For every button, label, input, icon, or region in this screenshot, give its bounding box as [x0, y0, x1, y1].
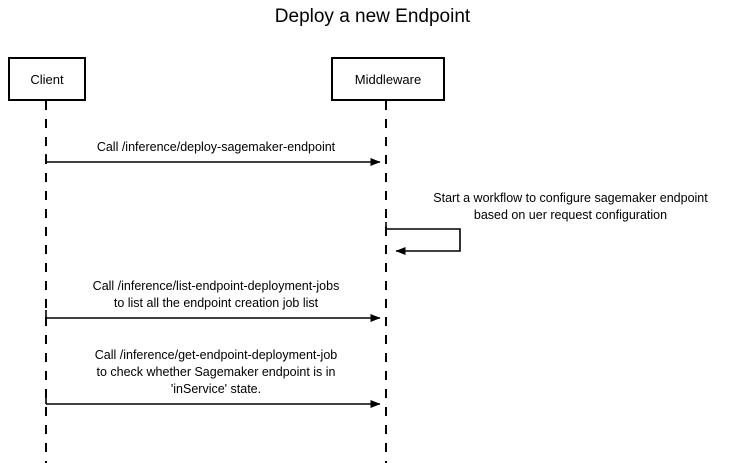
participant-middleware-label: Middleware: [354, 71, 422, 87]
self-call-1-arrow: [386, 228, 461, 255]
participant-client[interactable]: Client: [8, 57, 86, 101]
message-1-label: Call /inference/deploy-sagemaker-endpoin…: [96, 140, 336, 154]
message-2-label: Call /inference/list-endpoint-deployment…: [92, 279, 340, 310]
participant-middleware[interactable]: Middleware: [331, 57, 445, 101]
message-3-label: Call /inference/get-endpoint-deployment-…: [94, 348, 338, 396]
self-call-1-label: Start a workflow to configure sagemaker …: [433, 191, 708, 222]
page-title: Deploy a new Endpoint: [274, 6, 471, 27]
participant-client-label: Client: [30, 71, 64, 87]
